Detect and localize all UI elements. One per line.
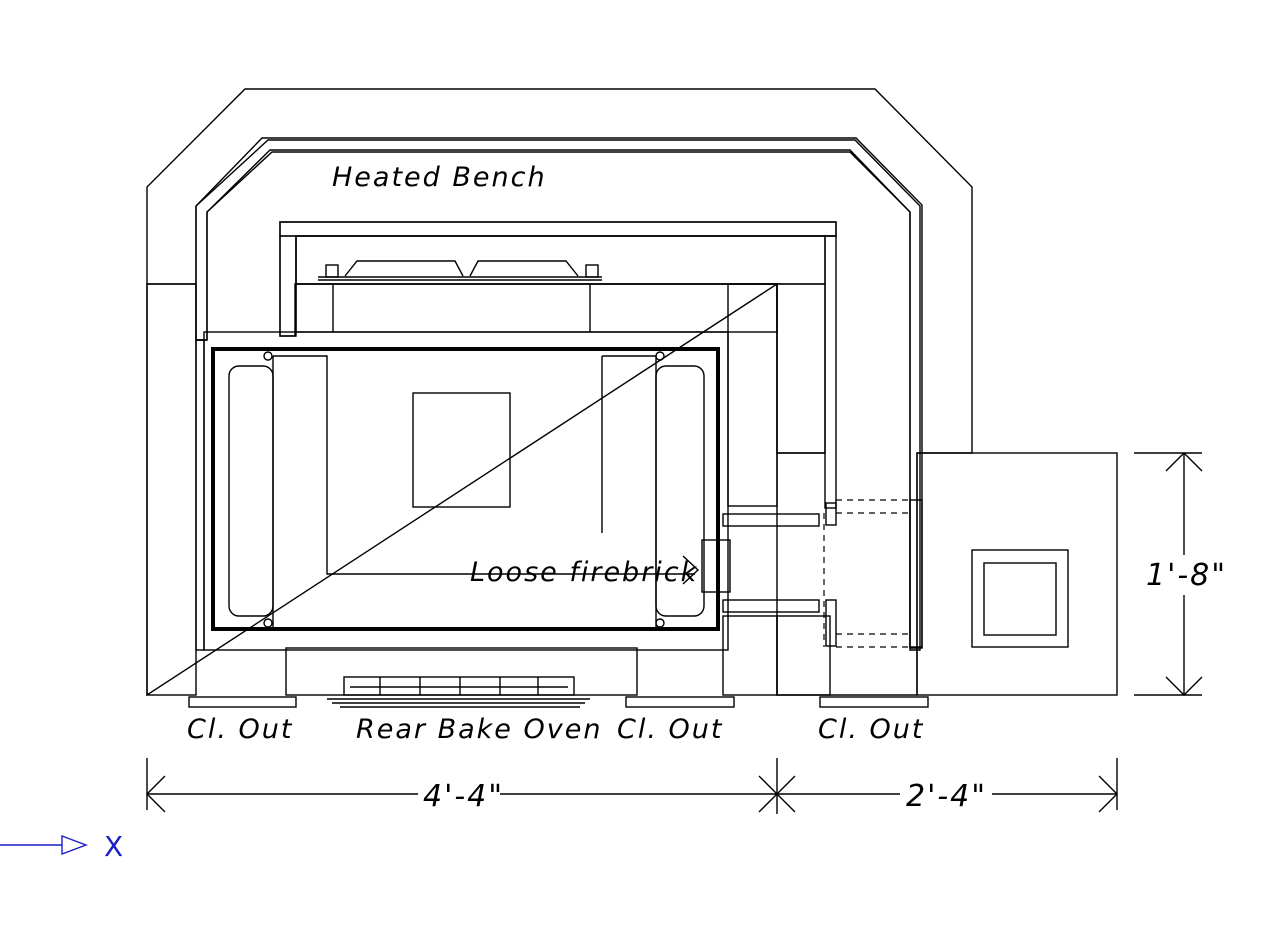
dimension-horizontal: 4'-4" 2'-4" <box>146 758 1118 814</box>
ucs-x-axis: X <box>0 830 123 863</box>
left-wall <box>146 283 205 696</box>
firebox <box>203 331 729 651</box>
cleanout-label-middle: Cl. Out <box>617 714 723 745</box>
loose-firebrick-block <box>682 539 731 593</box>
cleanout-plate-middle <box>625 696 735 708</box>
inner-flue-outline <box>279 221 837 509</box>
chimney-mass <box>916 452 1118 696</box>
ucs-x-label: X <box>104 830 123 863</box>
cleanout-label-left: Cl. Out <box>187 714 293 745</box>
bake-oven-top-rack <box>318 260 602 281</box>
dim-arrow-right-icon <box>1098 775 1118 813</box>
dim-arrow-mid-right-icon <box>776 775 796 813</box>
cleanout-label-right: Cl. Out <box>818 714 924 745</box>
firebox-center-opening <box>412 392 511 508</box>
dim-width-main: 4'-4" <box>423 779 504 814</box>
dim-width-side: 2'-4" <box>906 779 987 814</box>
dim-arrow-bottom-icon <box>1165 676 1203 696</box>
rear-bake-oven <box>285 647 638 708</box>
dim-arrow-left-icon <box>146 775 166 813</box>
cleanout-plate-right <box>819 696 929 708</box>
rear-bake-oven-label: Rear Bake Oven <box>356 714 602 745</box>
dimension-vertical: 1'-8" <box>1134 452 1227 696</box>
cleanout-plate-left <box>188 696 297 708</box>
ucs-arrow-icon <box>61 834 88 856</box>
heated-bench-label: Heated Bench <box>332 162 547 193</box>
cleanout-plates <box>188 696 929 708</box>
chimney-flue-opening <box>983 562 1057 636</box>
loose-firebrick-arrow-icon <box>682 555 700 585</box>
loose-firebrick-label: Loose firebrick <box>470 557 698 588</box>
dim-height-side: 1'-8" <box>1146 558 1227 593</box>
dim-arrow-top-icon <box>1165 452 1203 472</box>
throat-passage <box>722 499 923 696</box>
heated-bench-mass <box>146 88 973 697</box>
